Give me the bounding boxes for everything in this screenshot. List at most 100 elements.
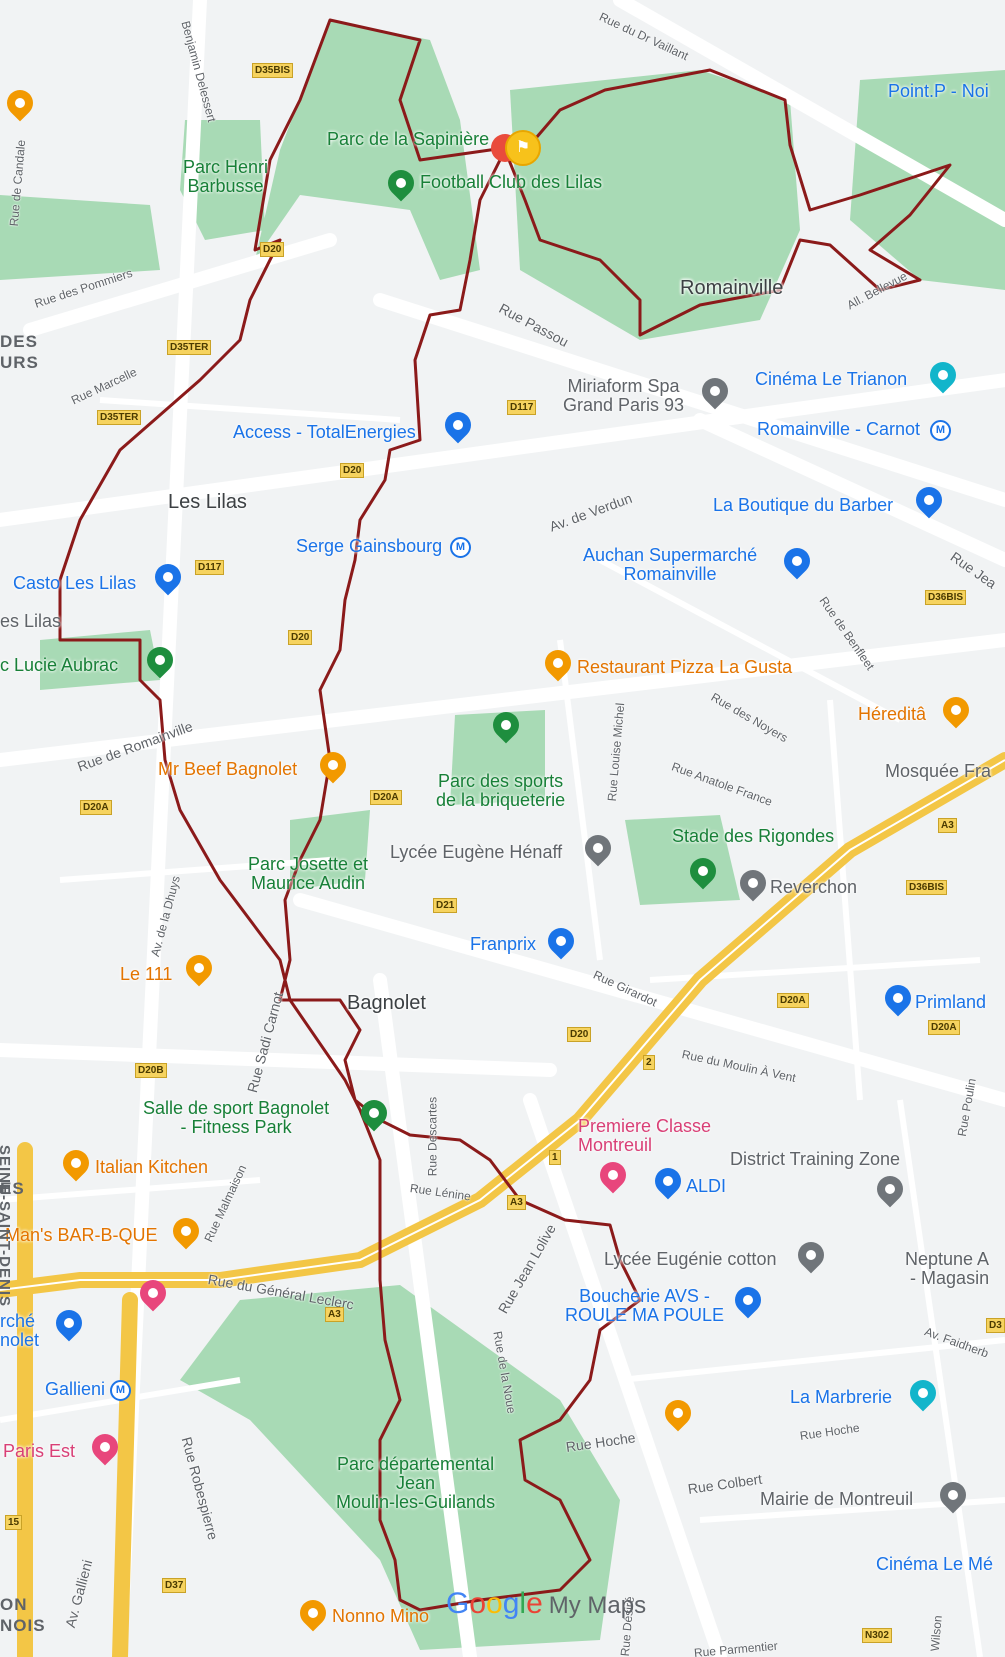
park-josette	[290, 810, 370, 890]
poi-franprix[interactable]: Franprix	[470, 934, 537, 954]
poi-gallieni[interactable]: Gallieni	[45, 1379, 106, 1399]
poi-label-salle-sport[interactable]: Salle de sport Bagnolet - Fitness Park	[143, 1098, 330, 1137]
poi-hereditta[interactable]: Héreditâ	[858, 704, 927, 724]
road-badge: D20B	[135, 1063, 167, 1078]
park-label-sapiniere[interactable]: Parc de la Sapinière	[327, 129, 490, 149]
park-label-josette[interactable]: Parc Josette et Maurice Audin	[248, 854, 369, 893]
poi-mans-bbq[interactable]: Man's BAR-B-QUE	[5, 1225, 158, 1245]
street-wilson: Wilson	[927, 1614, 945, 1652]
poi-boucherie[interactable]: Boucherie AVS - ROULE MA POULE	[565, 1286, 725, 1325]
metro-icon[interactable]: M	[110, 1380, 131, 1401]
poi-romainville-carnot[interactable]: Romainville - Carnot	[757, 419, 921, 439]
road-badge: A3	[507, 1195, 526, 1210]
edge-label: ES	[0, 1179, 25, 1198]
poi-reverchon[interactable]: Reverchon	[770, 877, 858, 897]
poi-marche-bagnolet[interactable]: rché nolet	[0, 1311, 40, 1350]
road-badge: D35BIS	[252, 63, 294, 78]
road-badge: D20	[288, 630, 313, 645]
poi-mairie-montreuil[interactable]: Mairie de Montreuil	[760, 1489, 914, 1509]
poi-miriaform[interactable]: Miriaform Spa Grand Paris 93	[563, 376, 685, 415]
road-badge: N302	[862, 1628, 892, 1643]
metro-icon[interactable]: M	[930, 420, 951, 441]
poi-lycee-cotton[interactable]: Lycée Eugénie cotton	[604, 1249, 777, 1269]
road-badge: D3	[986, 1318, 1005, 1333]
park-west	[0, 195, 160, 280]
park-label-briqueterie[interactable]: Parc des sports de la briqueterie	[436, 771, 566, 810]
poi-es-lilas[interactable]: es Lilas	[0, 611, 62, 631]
park-label-henri-barbusse[interactable]: Parc Henri Barbusse	[183, 157, 269, 196]
road-badge: D20A	[370, 790, 402, 805]
edge-label: NOIS	[0, 1616, 46, 1635]
road-badge: 15	[5, 1515, 23, 1530]
park-henri-barbusse	[180, 120, 265, 240]
metro-icon[interactable]: M	[450, 537, 471, 558]
highway-center-line	[0, 759, 1005, 1291]
poi-paris-est[interactable]: Paris Est	[3, 1441, 76, 1461]
park-romainville	[510, 70, 800, 340]
edge-label: DES	[0, 332, 38, 351]
road-badge: D36BIS	[906, 880, 948, 895]
road-badge: D20A	[928, 1020, 960, 1035]
poi-aldi[interactable]: ALDI	[686, 1176, 727, 1196]
poi-premiere-classe[interactable]: Premiere Classe Montreuil	[578, 1116, 712, 1155]
park-label-football-club[interactable]: Football Club des Lilas	[420, 172, 603, 192]
road-badge: 2	[643, 1055, 655, 1070]
park-briqueterie	[450, 710, 545, 805]
poi-auchan[interactable]: Auchan Supermarché Romainville	[583, 545, 758, 584]
place-les-lilas: Les Lilas	[168, 491, 247, 513]
park-jean-moulin	[180, 1285, 620, 1650]
poi-boutique-barber[interactable]: La Boutique du Barber	[713, 495, 894, 515]
poi-nonno-mino[interactable]: Nonno Mino	[332, 1606, 430, 1626]
poi-serge-gainsbourg[interactable]: Serge Gainsbourg	[296, 536, 443, 556]
minor-roads	[0, 397, 1005, 1657]
poi-casto[interactable]: Casto Les Lilas	[13, 573, 137, 593]
checkered-flag-icon[interactable]: ⚑	[505, 130, 541, 166]
road-badge: D36BIS	[925, 590, 967, 605]
poi-point-p[interactable]: Point.P - Noi	[888, 81, 989, 101]
poi-italian-kitchen[interactable]: Italian Kitchen	[95, 1157, 209, 1177]
poi-trianon[interactable]: Cinéma Le Trianon	[755, 369, 908, 389]
route-path	[58, 18, 952, 1612]
poi-mosquee[interactable]: Mosquée Fra	[885, 761, 992, 781]
place-romainville: Romainville	[680, 277, 784, 299]
edge-label: ON	[0, 1595, 28, 1614]
road-badge: D20A	[777, 993, 809, 1008]
place-bagnolet: Bagnolet	[347, 992, 426, 1014]
park-label-jean-moulin[interactable]: Parc départemental Jean Moulin-les-Guila…	[336, 1454, 496, 1512]
poi-district-training[interactable]: District Training Zone	[730, 1149, 901, 1169]
park-label-lucie-aubrac[interactable]: c Lucie Aubrac	[0, 655, 119, 675]
road-badge: A3	[938, 818, 957, 833]
road-badge: D20	[567, 1027, 592, 1042]
poi-cinema-me[interactable]: Cinéma Le Mé	[876, 1554, 994, 1574]
park-rigondes	[625, 815, 740, 905]
department-label: SEINE-SAINT-DENIS	[0, 1145, 13, 1308]
poi-access-total[interactable]: Access - TotalEnergies	[233, 422, 416, 442]
edge-label: URS	[0, 353, 39, 372]
road-badge: A3	[325, 1307, 344, 1322]
road-badge: D35TER	[167, 340, 212, 355]
poi-pizza-gusta[interactable]: Restaurant Pizza La Gusta	[577, 657, 793, 677]
poi-lycee-henaff[interactable]: Lycée Eugène Hénaff	[390, 842, 563, 862]
poi-mr-beef[interactable]: Mr Beef Bagnolet	[158, 759, 298, 779]
park-label-stade-rigondes[interactable]: Stade des Rigondes	[672, 826, 835, 846]
street-descartes: Rue Descartes	[425, 1096, 440, 1177]
road-badge: D117	[195, 560, 225, 575]
parks-layer	[0, 20, 1005, 1650]
park-lucie-aubrac	[40, 630, 160, 690]
road-badge: D20	[340, 463, 365, 478]
road-badge: 1	[549, 1150, 561, 1165]
road-badge: D20	[260, 242, 285, 257]
park-sapiniere	[255, 20, 480, 280]
poi-primland[interactable]: Primland	[915, 992, 987, 1012]
poi-la-marbrerie[interactable]: La Marbrerie	[790, 1387, 893, 1407]
poi-neptune[interactable]: Neptune A - Magasin	[905, 1249, 990, 1288]
road-badge: D37	[162, 1578, 187, 1593]
road-badge: D35TER	[97, 410, 142, 425]
road-badge: D21	[433, 898, 458, 913]
road-badge: D117	[507, 400, 537, 415]
road-badge: D20A	[80, 800, 112, 815]
poi-le-111[interactable]: Le 111	[120, 964, 173, 984]
